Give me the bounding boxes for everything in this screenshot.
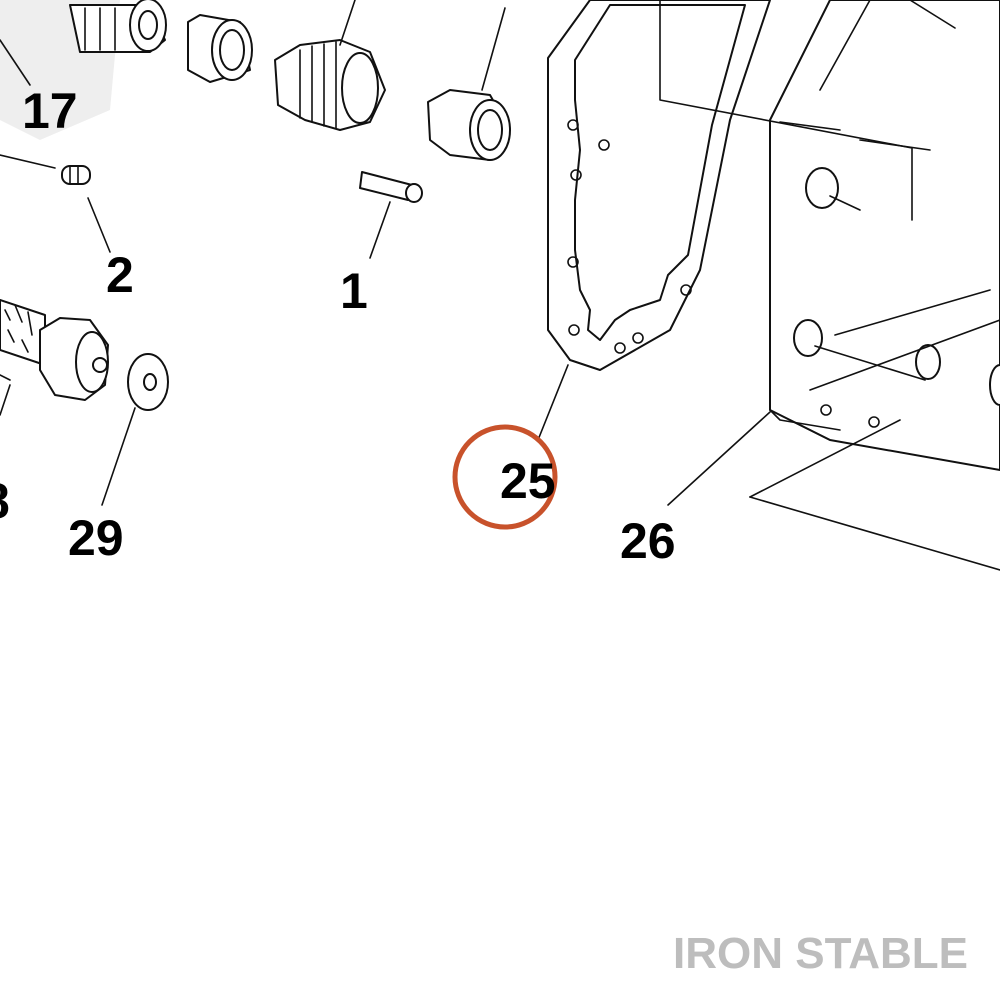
housing-26-part	[659, 0, 1000, 571]
callout-1: 1	[340, 263, 368, 319]
callout-8: 8	[0, 473, 10, 529]
callout-25: 25	[500, 453, 556, 509]
shaft-gear-part	[0, 299, 109, 416]
pin-1-part	[359, 171, 423, 203]
callout-26: 26	[620, 513, 676, 569]
callout-2: 2	[106, 247, 134, 303]
gasket-25-part	[547, 0, 771, 371]
pin-2-part	[0, 154, 91, 185]
highlight-circle	[452, 424, 558, 530]
small-gear-part	[274, 0, 386, 131]
callout-29: 29	[68, 510, 124, 566]
callout-17: 17	[22, 83, 78, 139]
leader-lines	[0, 39, 771, 506]
part-17-bushing	[69, 0, 167, 53]
bushing-part	[427, 7, 511, 161]
sleeve-part	[187, 14, 253, 83]
washer-29-part	[127, 353, 169, 411]
watermark-text: IRON STABLE	[673, 929, 968, 978]
